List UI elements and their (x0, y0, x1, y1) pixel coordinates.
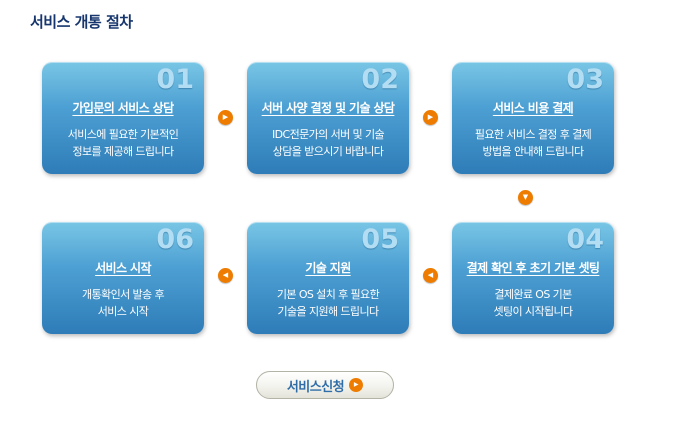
step-title: 기술 지원 (305, 261, 351, 275)
step-title: 서버 사양 결정 및 기술 상담 (261, 101, 395, 115)
arrow-right-icon: ▶ (423, 110, 438, 125)
step-description: IDC전문가의 서버 및 기술 상담을 받으시기 바랍니다 (272, 128, 385, 158)
step-title: 결제 확인 후 초기 기본 셋팅 (466, 261, 600, 275)
step-card-04: 04 결제 확인 후 초기 기본 셋팅 결제완료 OS 기본 셋팅이 시작됩니다 (452, 222, 614, 334)
step-card-01: 01 가입문의 서비스 상담 서비스에 필요한 기본적인 정보를 제공해 드립니… (42, 62, 204, 174)
step-description: 기본 OS 설치 후 필요한 기술을 지원해 드립니다 (276, 288, 380, 318)
step-number: 05 (361, 224, 399, 255)
step-card-02: 02 서버 사양 결정 및 기술 상담 IDC전문가의 서버 및 기술 상담을 … (247, 62, 409, 174)
step-number: 06 (156, 224, 194, 255)
arrow-down-icon: ▼ (518, 190, 533, 205)
step-card-03: 03 서비스 비용 결제 필요한 서비스 결정 후 결제 방법을 안내해 드립니… (452, 62, 614, 174)
page-title: 서비스 개통 절차 (30, 13, 133, 31)
arrow-left-icon: ◀ (218, 268, 233, 283)
service-apply-button[interactable]: 서비스신청 ▶ (256, 371, 394, 399)
step-card-06: 06 서비스 시작 개통확인서 발송 후 서비스 시작 (42, 222, 204, 334)
step-description: 결제완료 OS 기본 셋팅이 시작됩니다 (493, 288, 573, 318)
step-description: 개통확인서 발송 후 서비스 시작 (82, 288, 165, 318)
arrow-right-icon: ▶ (349, 378, 364, 392)
step-number: 04 (566, 224, 604, 255)
step-title: 서비스 시작 (95, 261, 151, 275)
step-description: 필요한 서비스 결정 후 결제 방법을 안내해 드립니다 (474, 128, 592, 158)
step-title: 서비스 비용 결제 (492, 101, 574, 115)
step-description: 서비스에 필요한 기본적인 정보를 제공해 드립니다 (67, 128, 179, 158)
step-card-05: 05 기술 지원 기본 OS 설치 후 필요한 기술을 지원해 드립니다 (247, 222, 409, 334)
arrow-right-icon: ▶ (218, 110, 233, 125)
step-title: 가입문의 서비스 상담 (72, 101, 174, 115)
service-apply-label: 서비스신청 (286, 379, 345, 395)
step-number: 02 (361, 64, 399, 95)
step-number: 03 (566, 64, 604, 95)
arrow-left-icon: ◀ (423, 268, 438, 283)
step-number: 01 (156, 64, 194, 95)
